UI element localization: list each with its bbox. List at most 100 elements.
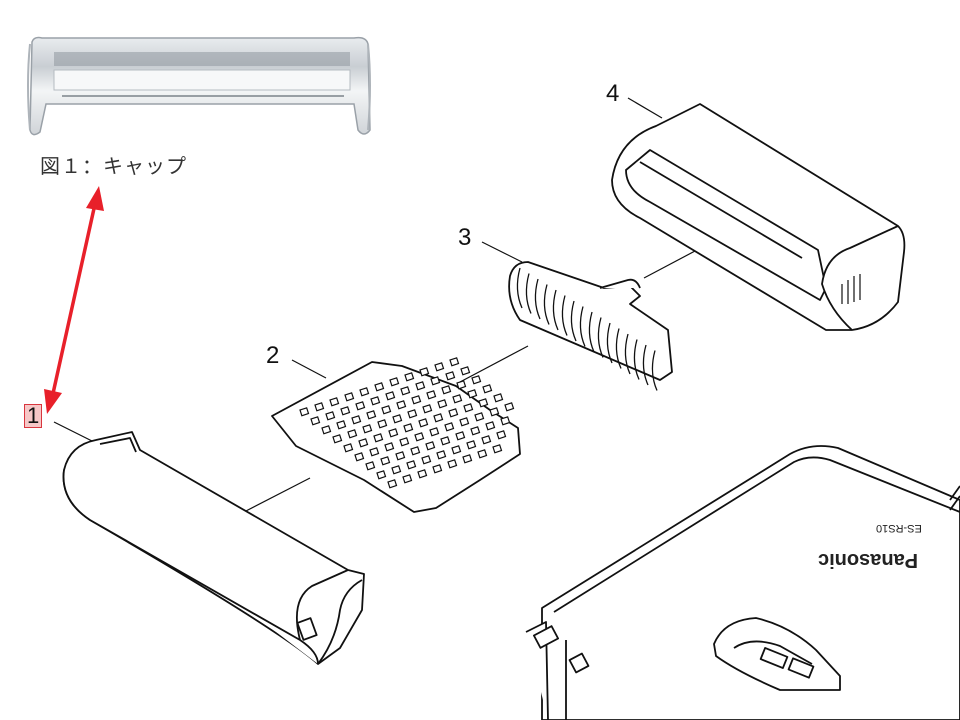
foil-hole <box>376 470 387 480</box>
part-1-cap <box>62 431 365 665</box>
foil-hole <box>365 461 376 471</box>
foil-hole <box>354 452 365 462</box>
foil-hole <box>314 402 325 412</box>
foil-hole <box>392 414 403 424</box>
foil-hole <box>388 428 399 438</box>
foil-hole <box>310 416 321 426</box>
blade-rib <box>606 322 613 364</box>
blade-rib <box>552 289 559 331</box>
blade-rib <box>561 295 568 336</box>
foil-hole <box>325 411 336 421</box>
shaver-body <box>525 445 960 720</box>
foil-hole <box>422 404 433 414</box>
foil-hole <box>340 406 351 416</box>
foil-hole <box>387 479 398 489</box>
foil-hole <box>389 377 400 387</box>
blade-rib <box>534 278 541 320</box>
foil-hole <box>447 459 458 469</box>
foil-hole <box>396 400 407 410</box>
foil-hole <box>329 397 340 407</box>
foil-hole <box>391 465 402 475</box>
part-3-inner-blade <box>508 261 673 391</box>
foil-hole <box>347 429 358 439</box>
part-2-foil <box>271 357 521 513</box>
cap-photo <box>27 36 371 136</box>
blade-rib <box>570 300 577 342</box>
foil-hole <box>411 395 422 405</box>
foil-hole <box>430 376 441 386</box>
foil-hole <box>441 385 452 395</box>
foil-hole <box>471 375 482 385</box>
foil-hole <box>429 427 440 437</box>
foil-hole <box>463 403 474 413</box>
foil-hole <box>434 362 445 372</box>
device-model: ES-RS10 <box>876 522 922 534</box>
blade-rib <box>525 273 532 314</box>
foil-hole <box>343 443 354 453</box>
foil-hole <box>414 432 425 442</box>
foil-hole <box>299 407 310 417</box>
foil-hole <box>493 393 504 403</box>
device-brand: Panasonic <box>818 549 919 571</box>
part-label-1: 1 <box>24 404 43 428</box>
foil-hole <box>332 434 343 444</box>
foil-hole <box>385 391 396 401</box>
foil-hole <box>373 433 384 443</box>
blade-rib <box>615 328 622 369</box>
foil-hole <box>478 398 489 408</box>
foil-hole <box>481 435 492 445</box>
blade-rib <box>588 311 595 353</box>
foil-hole <box>384 442 395 452</box>
foil-hole <box>380 456 391 466</box>
foil-hole <box>369 447 380 457</box>
foil-hole <box>451 445 462 455</box>
foil-hole <box>426 390 437 400</box>
foil-hole <box>456 380 467 390</box>
foil-hole <box>415 381 426 391</box>
foil-hole <box>344 392 355 402</box>
part-label-2: 2 <box>266 342 280 369</box>
foil-hole <box>421 455 432 465</box>
blade-rib <box>516 267 523 309</box>
foil-hole <box>485 421 496 431</box>
foil-hole <box>403 423 414 433</box>
foil-hole <box>359 387 370 397</box>
foil-hole <box>477 449 488 459</box>
blade-rib <box>624 333 631 375</box>
blade-rib <box>579 306 586 347</box>
figure-caption: 図１：キャップ <box>40 154 187 178</box>
foil-hole <box>467 389 478 399</box>
foil-hole <box>418 418 429 428</box>
foil-hole <box>444 422 455 432</box>
foil-hole <box>489 407 500 417</box>
foil-hole <box>474 412 485 422</box>
part-4-housing <box>611 103 906 331</box>
foil-hole <box>399 437 410 447</box>
blade-rib <box>651 350 658 391</box>
blade-rib <box>543 284 550 325</box>
foil-hole <box>500 416 511 426</box>
foil-hole <box>449 357 460 367</box>
foil-hole <box>374 382 385 392</box>
foil-hole <box>406 460 417 470</box>
foil-hole <box>351 415 362 425</box>
blade-rib <box>597 317 604 358</box>
foil-hole <box>440 436 451 446</box>
foil-hole <box>452 394 463 404</box>
foil-hole <box>496 430 507 440</box>
foil-hole <box>419 367 430 377</box>
foil-hole <box>417 469 428 479</box>
foil-hole <box>355 401 366 411</box>
foil-hole <box>433 413 444 423</box>
foil-hole <box>482 384 493 394</box>
foil-hole <box>407 409 418 419</box>
part-label-4: 4 <box>606 80 620 107</box>
foil-hole <box>377 419 388 429</box>
foil-hole <box>466 440 477 450</box>
blade-rib <box>633 339 640 380</box>
foil-hole <box>504 402 515 412</box>
foil-hole <box>410 446 421 456</box>
foil-hole <box>462 454 473 464</box>
foil-hole <box>470 426 481 436</box>
